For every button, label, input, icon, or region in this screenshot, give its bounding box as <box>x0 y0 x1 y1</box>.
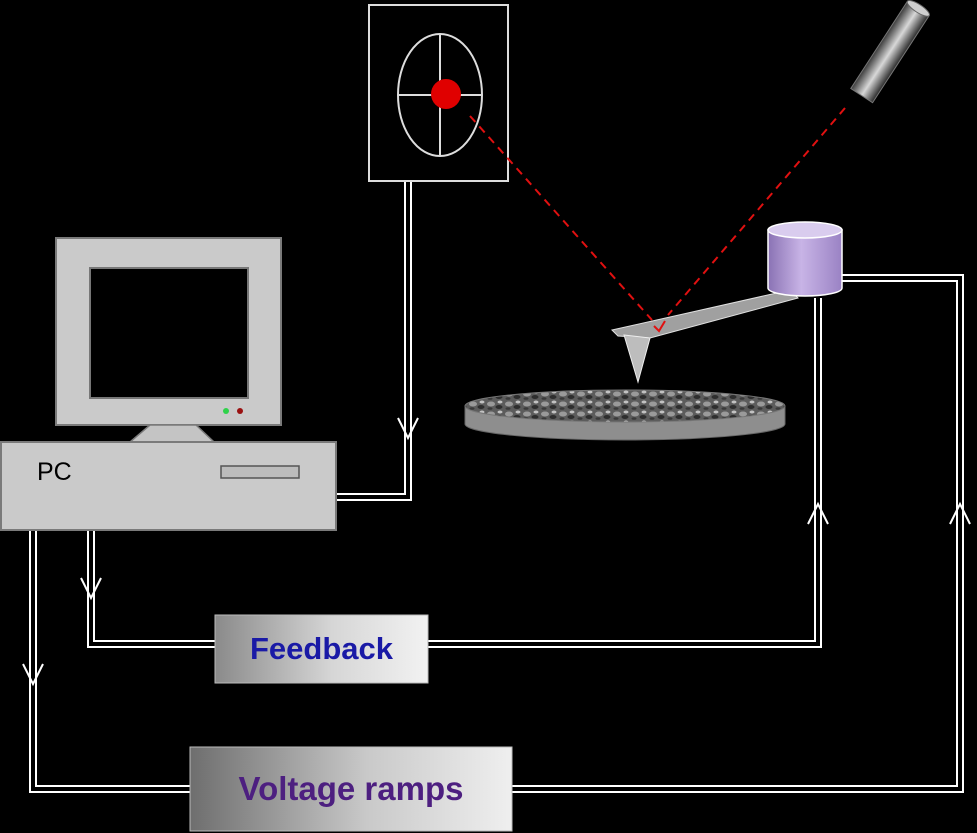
reflection-mark <box>653 320 666 333</box>
sample-surface <box>464 389 786 441</box>
pc-computer <box>0 237 337 531</box>
pc-to-voltage-ramps-wire <box>29 530 190 793</box>
cantilever <box>611 289 799 384</box>
arrow-up-icon <box>949 501 971 525</box>
laser-source <box>850 0 930 104</box>
voltage-ramps-label: Voltage ramps <box>238 770 464 807</box>
arrow-up-icon <box>807 501 829 525</box>
voltage-ramps-to-piezo-wire <box>512 274 964 793</box>
arrow-down-icon <box>22 663 44 687</box>
pc-to-feedback-wire <box>87 530 215 648</box>
feedback-label: Feedback <box>249 631 393 666</box>
voltage-ramps-box <box>189 746 513 832</box>
pc-case <box>0 441 337 531</box>
feedback-to-piezo-wire <box>428 298 822 648</box>
cantilever-tip <box>623 334 651 384</box>
power-led-green <box>223 408 229 414</box>
pc-label: PC <box>37 458 72 486</box>
monitor-screen <box>89 267 249 399</box>
photodetector <box>368 4 509 182</box>
feedback-box <box>214 614 429 684</box>
arrow-down-icon <box>80 577 102 601</box>
laser-beam <box>469 107 846 321</box>
detector-to-pc-wire <box>336 182 412 501</box>
disk-drive-slot <box>220 465 300 479</box>
monitor-stand <box>127 424 216 443</box>
power-led-red <box>237 408 243 414</box>
piezo-scanner <box>767 221 843 297</box>
arrow-down-icon <box>397 417 419 441</box>
laser-spot <box>431 79 461 109</box>
